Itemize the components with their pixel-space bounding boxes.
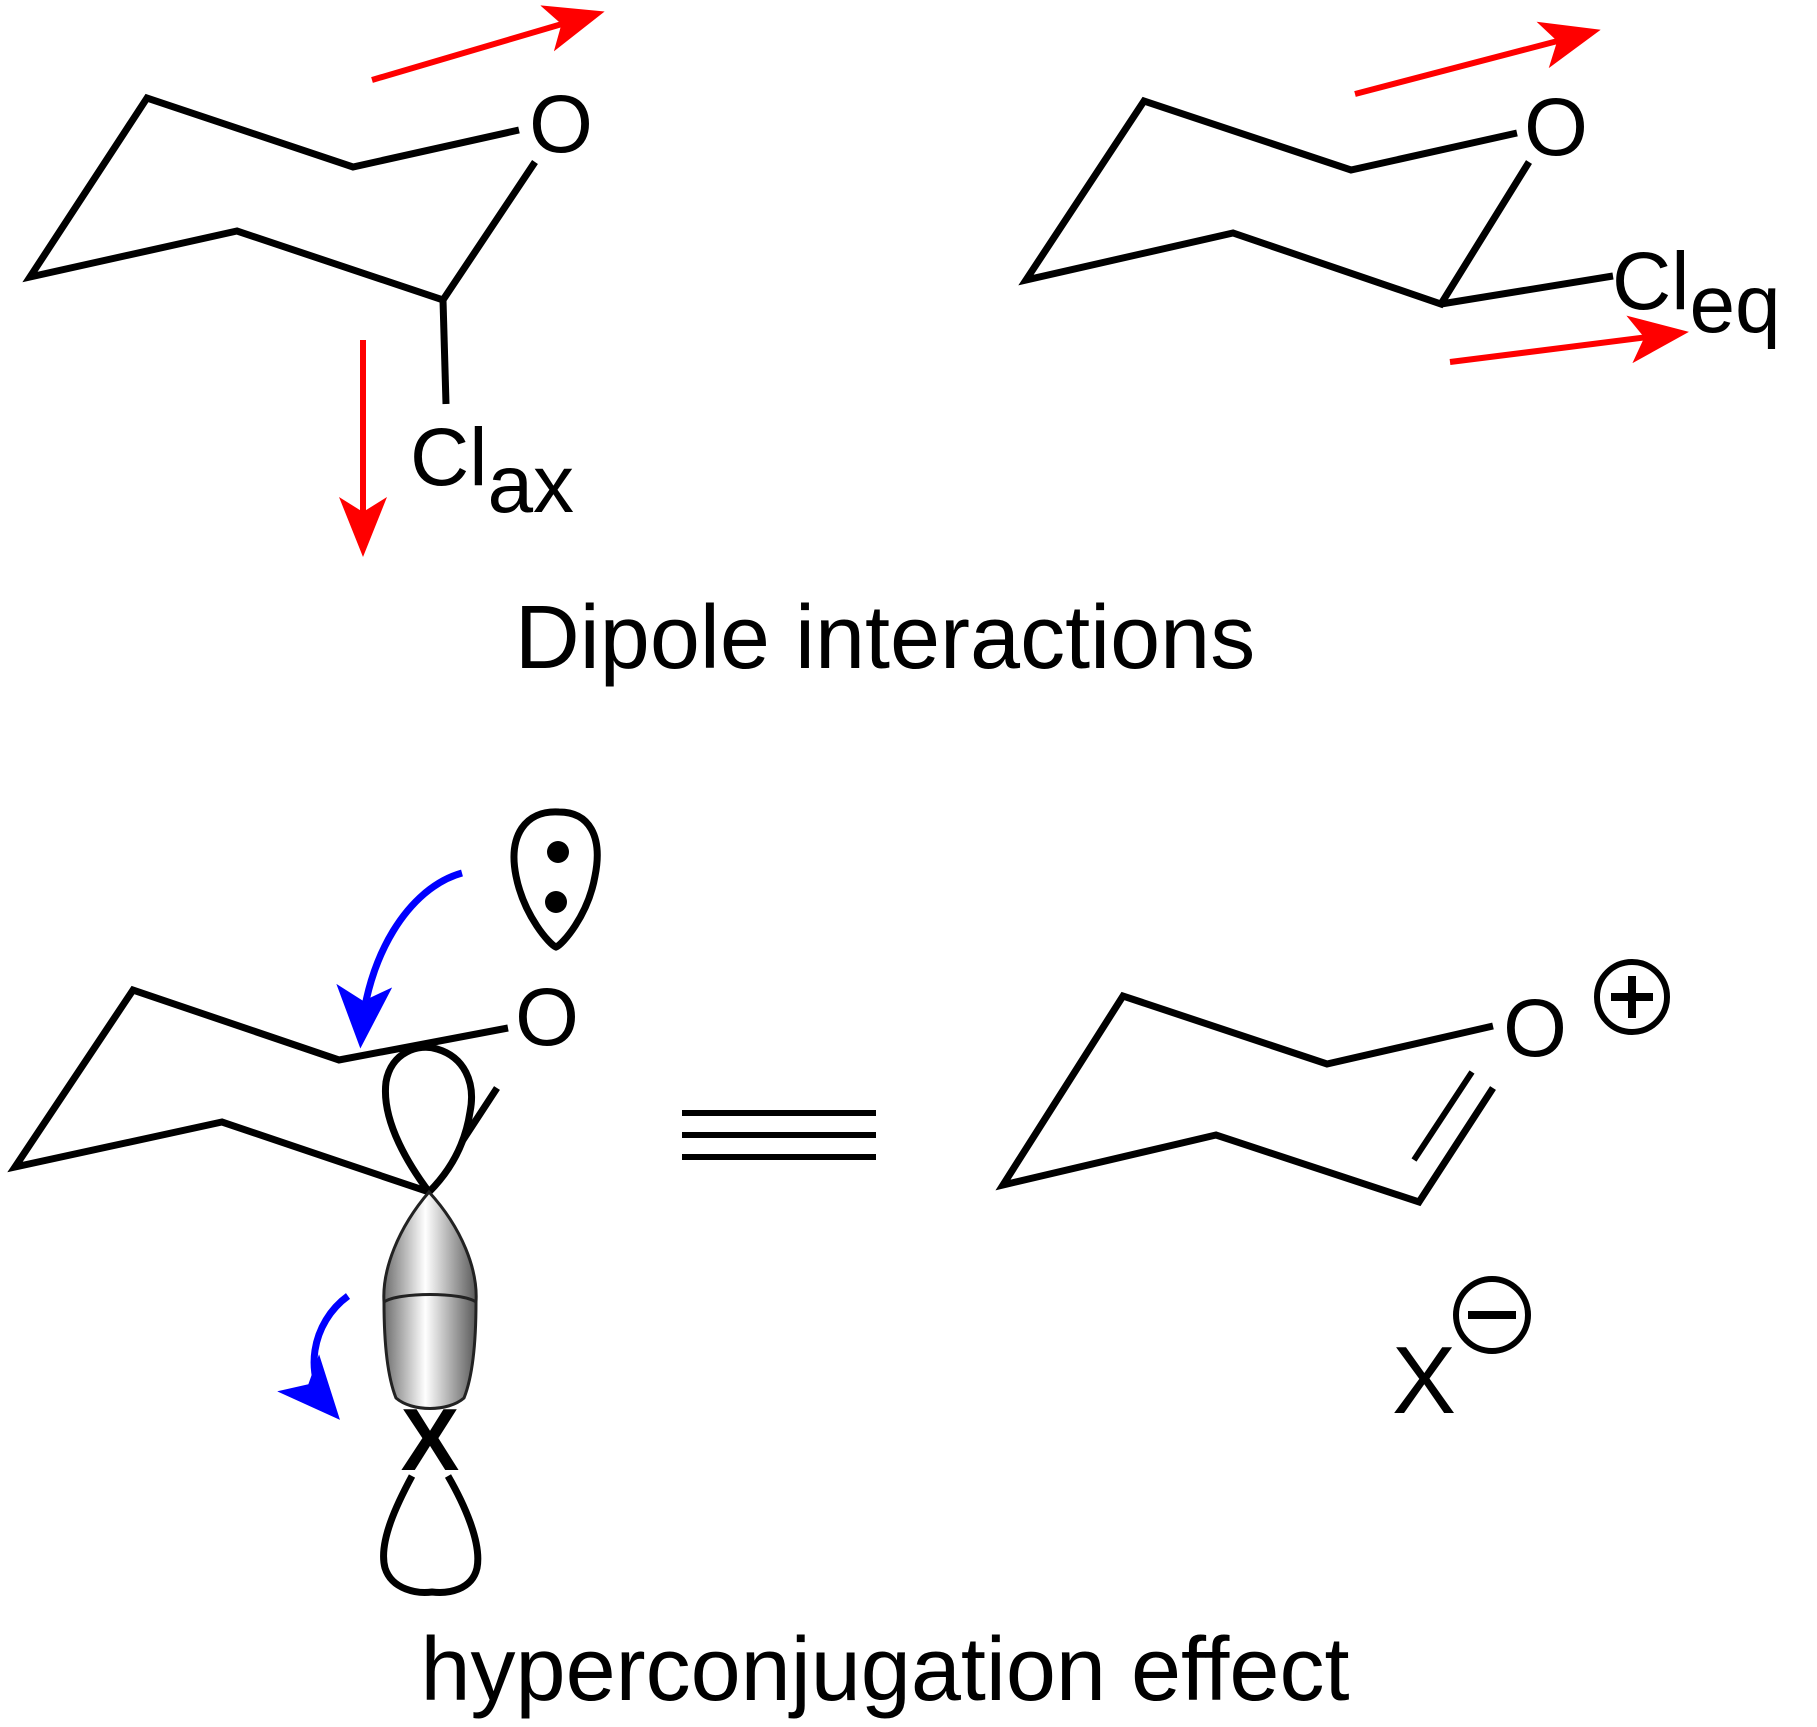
equatorial-cl-dipole-arrow <box>1449 315 1689 365</box>
counter-ion-label: X <box>1392 1327 1456 1434</box>
ring-oxygen-label: O <box>515 972 579 1063</box>
leaving-group-lone-pair-lobe <box>380 1474 482 1596</box>
negative-charge-symbol: − <box>0 0 1531 1354</box>
chlorine-symbol: Cl <box>410 412 487 503</box>
ring-bonds <box>995 991 1496 1207</box>
lone-pair-electron <box>545 891 567 913</box>
ring-dipole-arrow <box>371 5 605 83</box>
axial-chloropyran: O Clax <box>22 5 605 557</box>
axial-chlorine-label: Clax <box>410 412 574 530</box>
oxygen-lone-pair-orbital <box>510 808 601 951</box>
ring-bonds <box>1018 96 1532 309</box>
hyperconjugation-pyran: O X <box>7 808 601 1596</box>
c-o-double-bond-inner <box>1411 1070 1475 1162</box>
equatorial-chloropyran: O Cleq <box>1018 21 1781 365</box>
ring-oxygen-label: O <box>529 79 593 170</box>
equatorial-subscript: eq <box>1689 259 1780 350</box>
positive-charge-symbol: + <box>1594 959 1670 1035</box>
bond-breaking-arrow <box>277 1293 351 1420</box>
oxonium-oxygen-label: O <box>1503 983 1567 1074</box>
hyperconjugation-caption: hyperconjugation effect <box>420 1620 1349 1720</box>
dipole-caption: Dipole interactions <box>515 588 1255 688</box>
sigma-star-orbital <box>382 1189 478 1410</box>
equivalence-symbol: ≡ <box>682 1110 876 1160</box>
anomeric-carbon-p-lobe <box>381 1043 475 1198</box>
lone-pair-electron <box>547 841 569 863</box>
equatorial-c-cl-bond <box>1440 272 1614 308</box>
lone-pair-donation-arrow <box>336 869 463 1049</box>
ring-oxygen-label: O <box>1524 82 1588 173</box>
axial-subscript: ax <box>487 439 574 530</box>
axial-c-cl-bond <box>439 299 450 405</box>
oxocarbenium-ion: O + X − <box>0 0 1670 1434</box>
leaving-group-label: X <box>401 1390 460 1489</box>
ring-bonds <box>22 93 538 305</box>
equatorial-chlorine-label: Cleq <box>1612 236 1781 350</box>
chlorine-symbol: Cl <box>1612 236 1689 327</box>
ring-dipole-arrow <box>1354 21 1601 97</box>
negative-charge-text: − <box>0 0 1 1</box>
